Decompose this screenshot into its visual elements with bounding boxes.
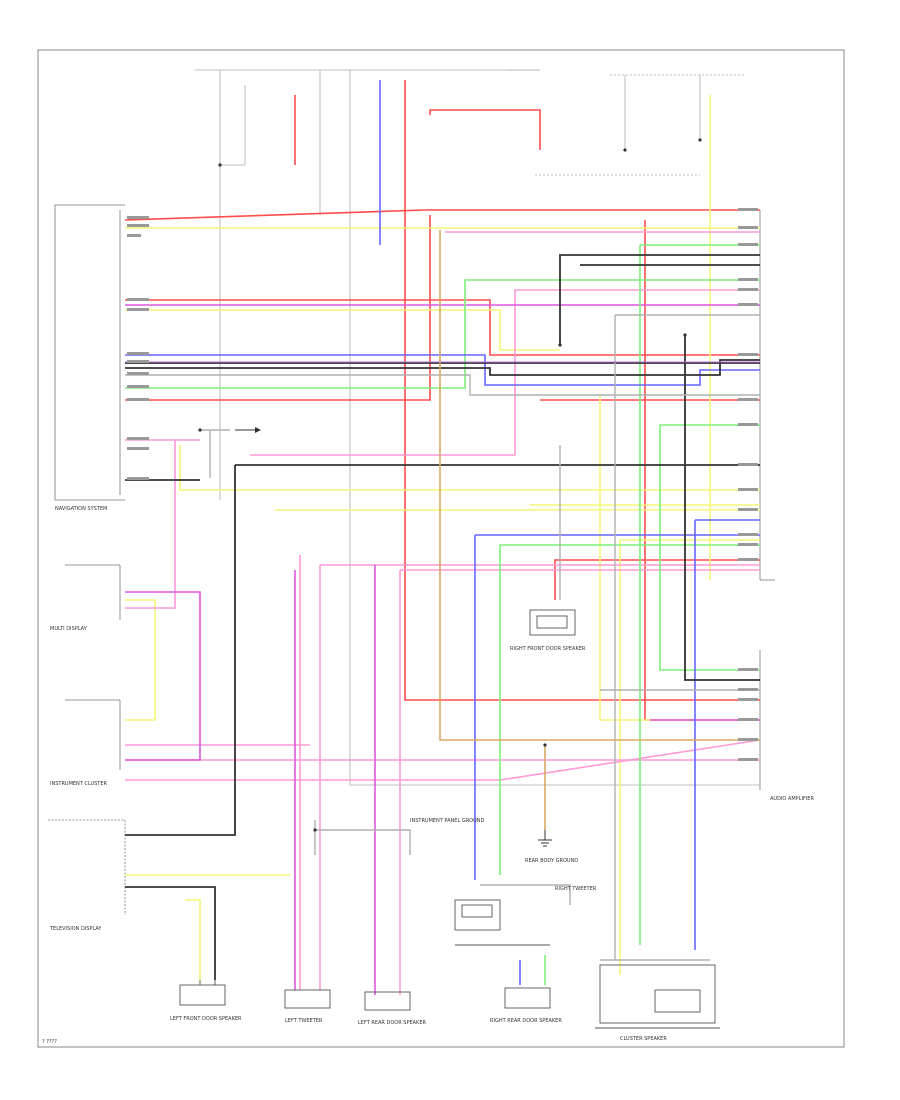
wires-green: [125, 244, 760, 985]
amp-pin-labels: [738, 208, 758, 761]
instrument-cluster-label: INSTRUMENT CLUSTER: [50, 781, 108, 787]
wires-black: [125, 254, 760, 980]
right-rear-door-speaker-label: RIGHT REAR DOOR SPEAKER: [490, 1018, 562, 1024]
cluster-speaker: [595, 964, 720, 1029]
left-tweeter-label: LEFT TWEETER: [285, 1018, 323, 1024]
right-tweeter: [454, 899, 550, 946]
multi-display-label: MULTI DISPLAY: [50, 626, 88, 632]
television-display-label: TELEVISION DISPLAY: [49, 926, 102, 932]
corner-label: ? ????: [42, 1039, 57, 1045]
wires-magenta: [125, 304, 760, 995]
television-display-connector: [48, 819, 126, 915]
wires-yellow: [125, 95, 760, 980]
left-tweeter: [284, 989, 331, 1009]
navigation-system-label: NAVIGATION SYSTEM: [55, 506, 107, 512]
amplifier-connector-upper: [759, 210, 775, 581]
wires-blue: [125, 80, 760, 985]
right-front-door-speaker: [529, 609, 576, 636]
diagram-frame: [37, 49, 845, 1048]
nav-pin-labels: [127, 216, 149, 480]
left-front-door-speaker-label: LEFT FRONT DOOR SPEAKER: [170, 1016, 242, 1022]
instrument-cluster-connector: [65, 699, 121, 770]
top-power-distribution: [195, 69, 760, 786]
instrument-panel-ground-label: INSTRUMENT PANEL GROUND: [410, 818, 485, 824]
left-rear-door-speaker: [364, 991, 411, 1011]
right-rear-door-speaker: [504, 987, 551, 1009]
right-tweeter-label: RIGHT TWEETER: [555, 886, 597, 892]
navigation-system-connector: [54, 204, 125, 501]
cluster-speaker-label: CLUSTER SPEAKER: [620, 1036, 667, 1042]
left-rear-door-speaker-label: LEFT REAR DOOR SPEAKER: [358, 1020, 426, 1026]
right-front-door-speaker-label: RIGHT FRONT DOOR SPEAKER: [510, 646, 586, 652]
multi-display-connector: [65, 564, 121, 620]
reference-arrow-icon: [235, 427, 261, 433]
wires-orange: [439, 230, 760, 830]
splice-points: [198, 138, 702, 832]
left-front-door-speaker: [179, 980, 226, 1006]
rear-body-ground: [538, 830, 552, 847]
rear-body-ground-label: REAR BODY GROUND: [525, 858, 578, 864]
wires-gray: [125, 314, 760, 961]
amplifier-label: AUDIO AMPLIFIER: [770, 796, 814, 802]
